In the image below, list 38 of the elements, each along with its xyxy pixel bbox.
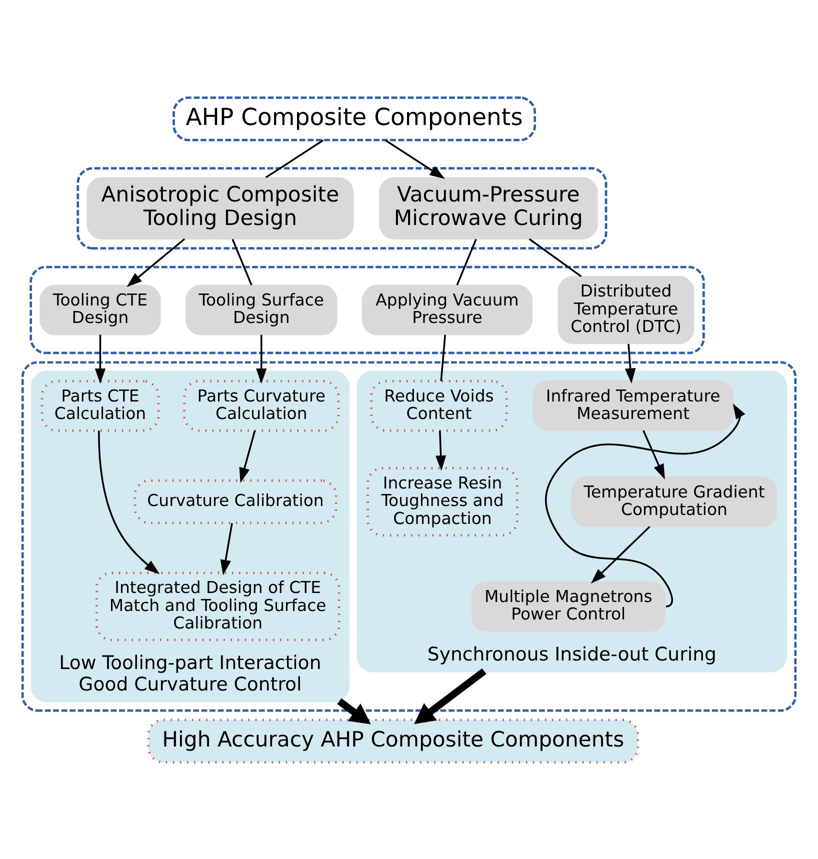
node-box: Temperature Gradient Computation [571,476,778,527]
arrow [126,238,186,286]
node-box: AHP Composite Components [172,96,536,141]
cluster [21,360,797,712]
node-box: Integrated Design of CTE Match and Tooling Surface Calibration [96,571,340,641]
cluster [30,265,705,354]
arrow [642,430,665,479]
node-box: Distributed Temperature Control (DTC) [558,275,694,344]
node-box: Parts Curvature Calculation [183,380,340,432]
node-box: Vacuum-Pressure Microwave Curing [379,176,598,239]
arrow [545,403,746,607]
node-box: Parts CTE Calculation [40,380,160,432]
connector [528,238,582,277]
connector [265,139,324,178]
arrow [94,334,106,384]
node-box: Tooling Surface Design [186,284,338,335]
arrow [98,430,160,574]
node-box: Reduce Voids Content [370,380,508,432]
node-box: High Accuracy AHP Composite Components [147,718,639,763]
arrow [414,668,486,724]
arrow [625,343,636,384]
arrow [590,526,650,584]
arrow [256,334,267,384]
node-box: Multiple Magnetrons Power Control [471,580,666,632]
arrow [384,139,445,178]
arrow [435,430,446,470]
connector [440,334,446,381]
arrow [337,698,371,724]
node-box: Curvature Calibration [134,478,338,524]
node-box: Increase Resin Toughness and Compaction [366,466,518,536]
arrow [220,522,233,575]
node-box: Anisotropic Composite Tooling Design [86,176,354,239]
node-box: Infrared Temperature Measurement [532,380,734,431]
arrow [239,430,256,483]
connector [456,238,477,285]
node-box: Tooling CTE Design [40,284,161,335]
node-box: Applying Vacuum Pressure [362,284,532,335]
connector [232,238,252,285]
